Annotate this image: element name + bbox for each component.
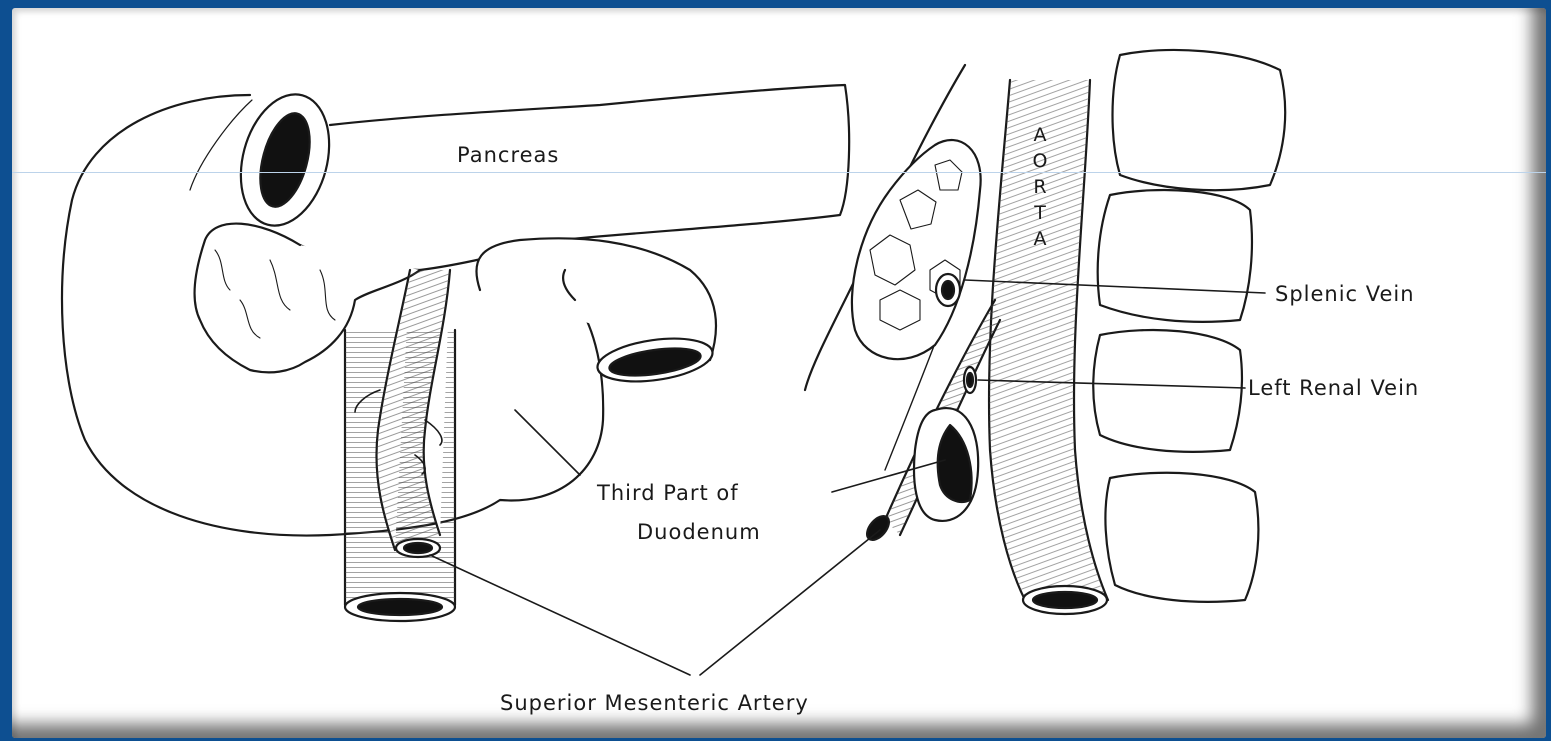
label-aorta-letter-4: T xyxy=(1030,204,1050,223)
leader-sma-left xyxy=(430,555,690,675)
vertebra-4 xyxy=(1105,473,1258,602)
label-aorta-letter-3: R xyxy=(1030,178,1050,197)
label-left-renal-vein: Left Renal Vein xyxy=(1248,378,1419,399)
label-sma: Superior Mesenteric Artery xyxy=(500,693,809,714)
leader-third-part xyxy=(515,410,580,475)
label-pancreas: Pancreas xyxy=(457,145,559,166)
guide-line xyxy=(12,172,1546,173)
vertebra-3 xyxy=(1093,330,1242,452)
label-splenic-vein: Splenic Vein xyxy=(1275,284,1415,305)
vertebra-2 xyxy=(1098,190,1252,322)
label-aorta-letter-2: O xyxy=(1030,152,1050,171)
vertebra-1 xyxy=(1113,50,1286,190)
label-aorta-letter-5: A xyxy=(1030,230,1050,249)
label-third-part-line1: Third Part of xyxy=(597,483,739,504)
label-aorta-letter-1: A xyxy=(1030,126,1050,145)
label-third-part-line2: Duodenum xyxy=(637,522,761,543)
leader-sma-right xyxy=(700,530,880,675)
